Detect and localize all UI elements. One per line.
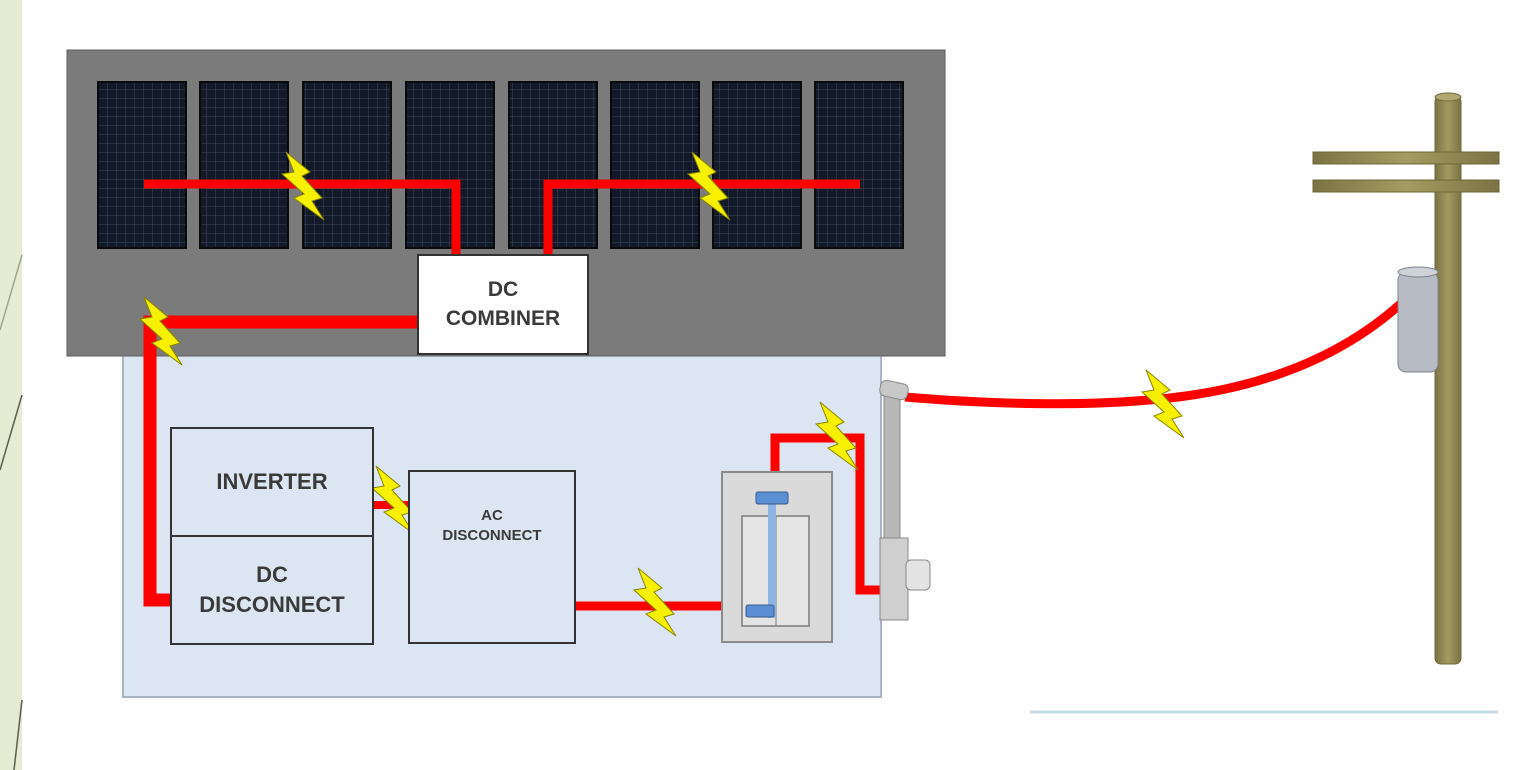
dc-disconnect-label: DC DISCONNECT: [199, 562, 345, 617]
ac-disconnect-label: AC DISCONNECT: [442, 507, 542, 545]
dc-combiner-box: DC COMBINER: [417, 254, 589, 355]
service-drop-wire: [904, 281, 1424, 409]
dc-disconnect-box: DC DISCONNECT: [170, 535, 374, 645]
solar-panel: [405, 81, 495, 249]
ac-disconnect-box: AC DISCONNECT: [408, 470, 576, 644]
dc-string-wire-right: [543, 179, 860, 258]
dc-feeder-wire: [143, 315, 418, 607]
breaker-panel: [721, 471, 833, 643]
inverter-box: INVERTER: [170, 427, 374, 537]
solar-panel: [610, 81, 700, 249]
solar-panel: [199, 81, 289, 249]
solar-panel: [302, 81, 392, 249]
utility-pole-icon: [1312, 92, 1500, 665]
solar-panel: [712, 81, 802, 249]
inverter-label: INVERTER: [216, 469, 328, 495]
solar-panel: [814, 81, 904, 249]
dc-string-wire-left: [144, 179, 461, 258]
ac-wire-meter: [770, 433, 880, 595]
solar-panel: [508, 81, 598, 249]
solar-array: [97, 81, 904, 249]
solar-panel: [97, 81, 187, 249]
service-mast: [879, 379, 931, 621]
dc-combiner-label: DC COMBINER: [445, 278, 561, 330]
